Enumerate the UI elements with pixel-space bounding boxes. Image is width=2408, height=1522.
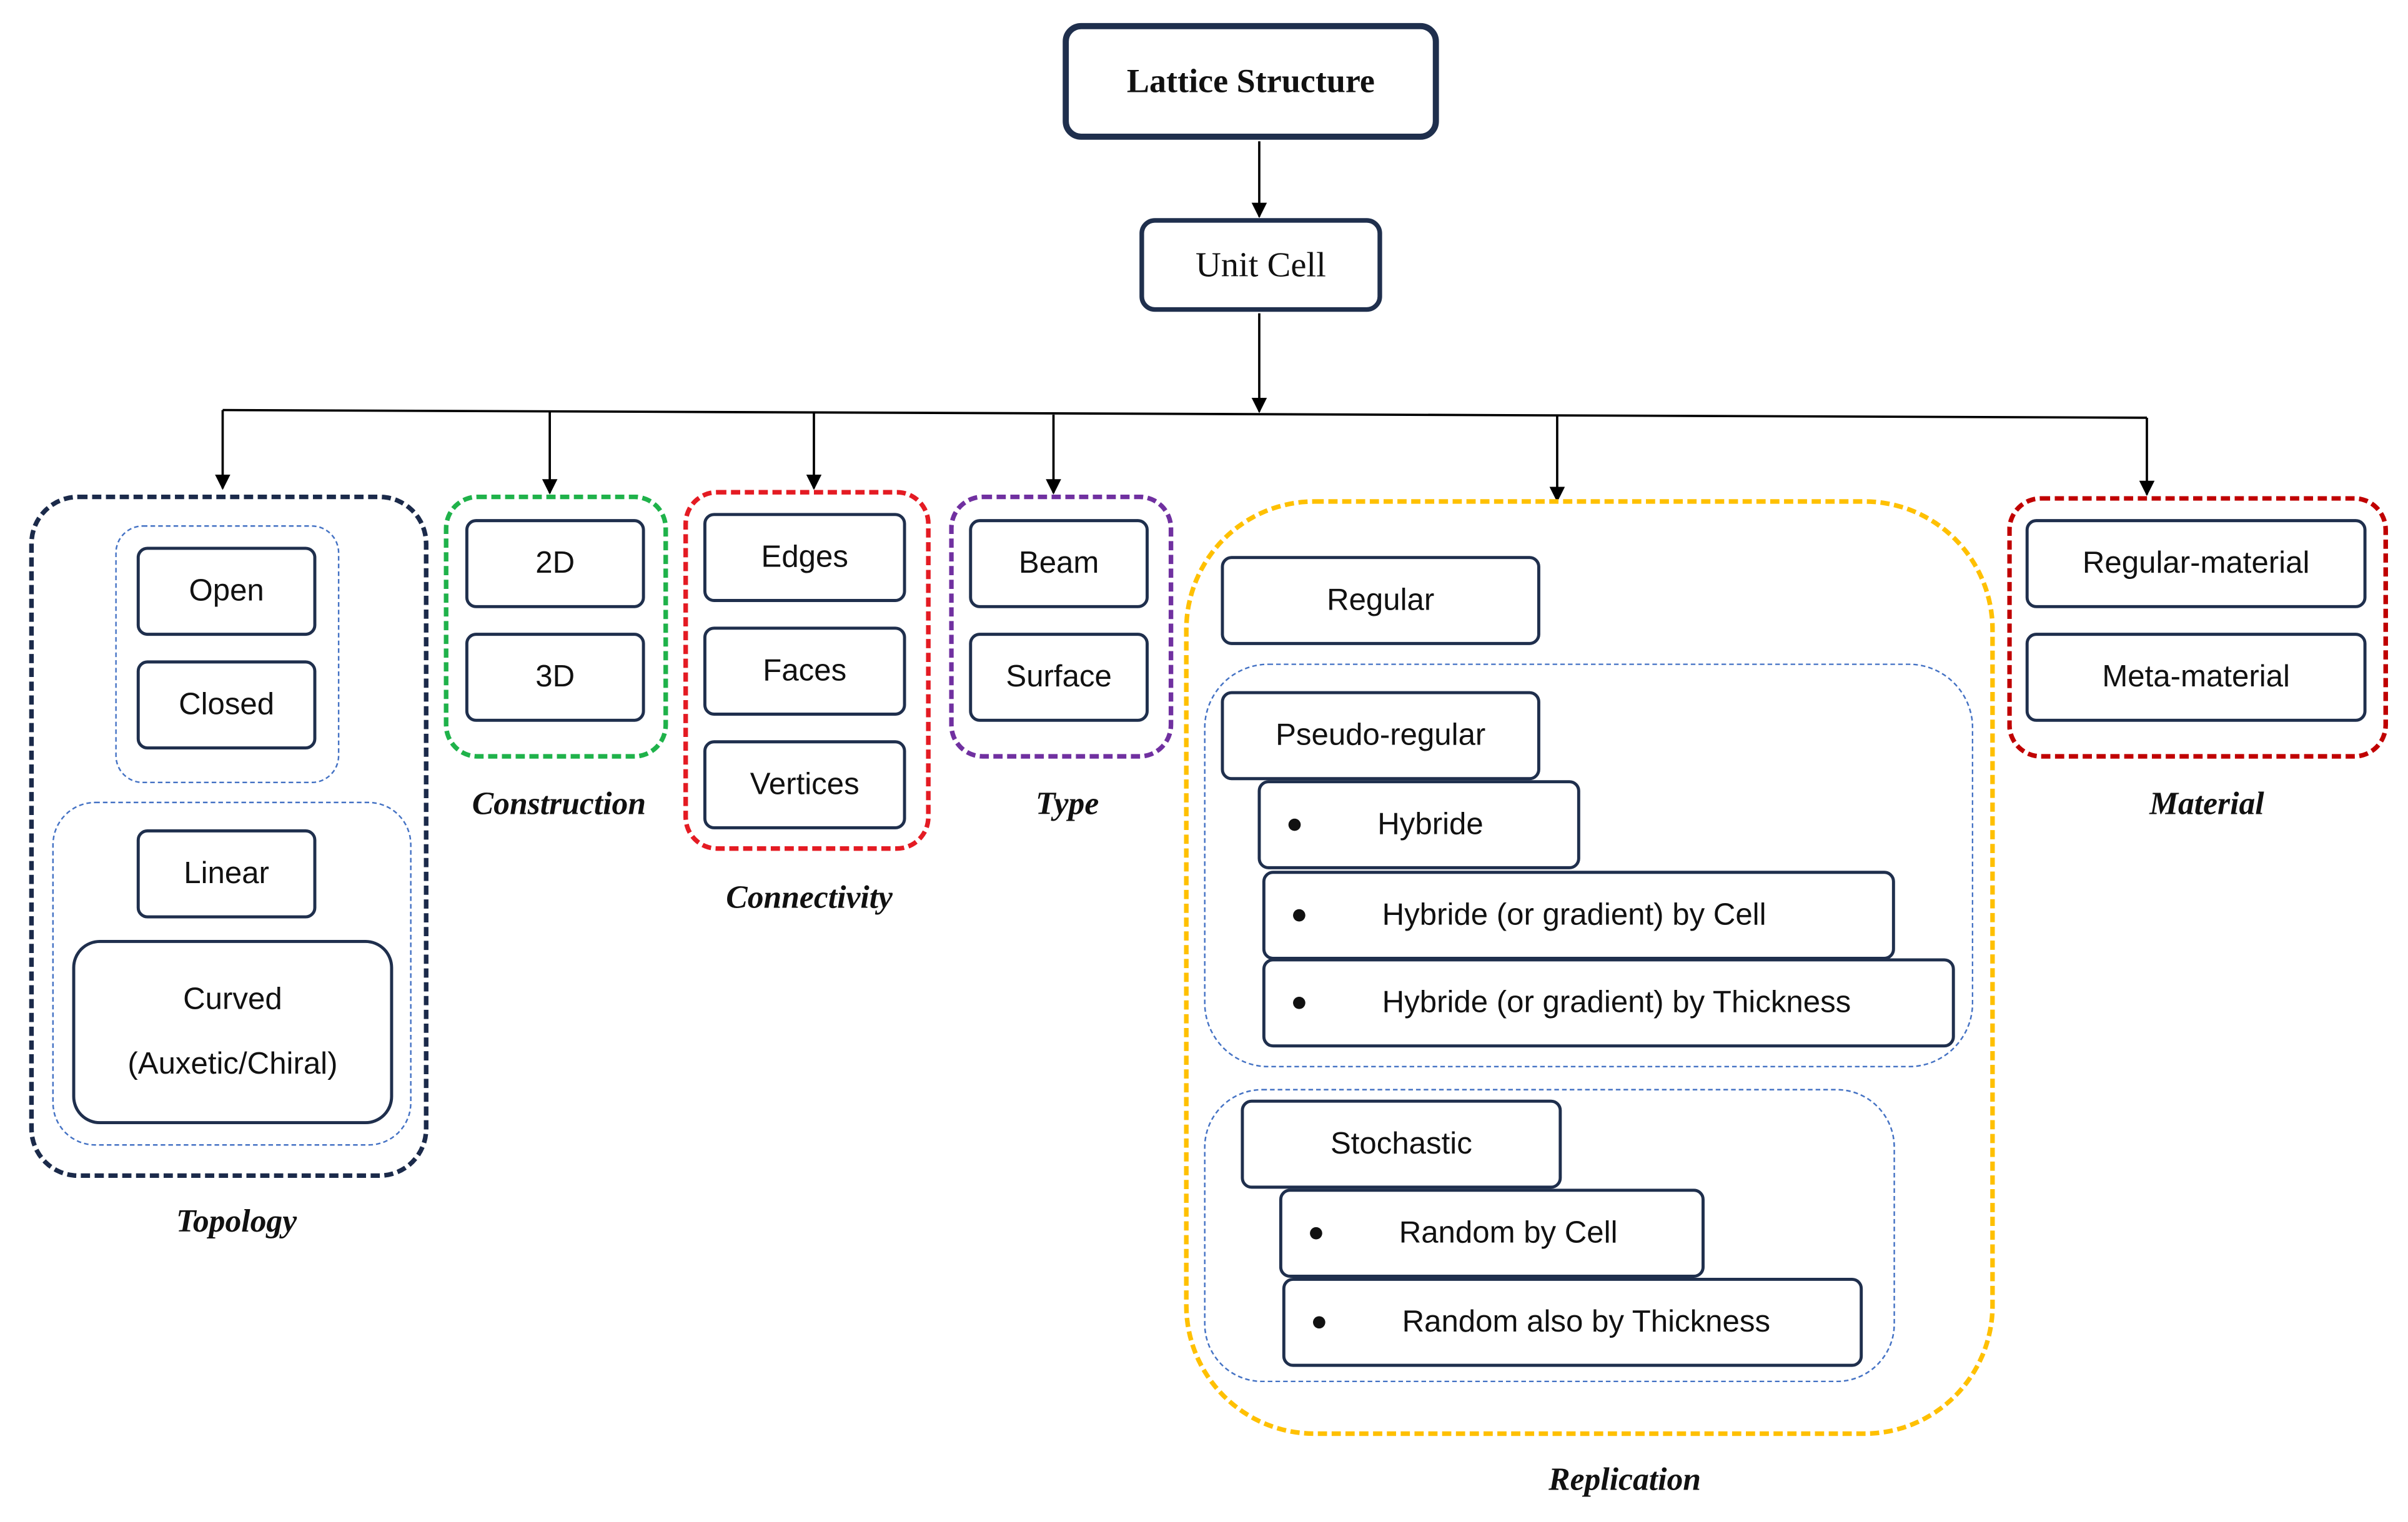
connectivity-vertices-label: Vertices (750, 768, 860, 802)
pseudo-regular-label: Pseudo-regular (1276, 718, 1486, 753)
bullet-dot-icon (1288, 818, 1301, 831)
bullet-dot-icon (1310, 1227, 1322, 1240)
type-beam-label: Beam (1018, 546, 1099, 581)
connectivity-vertices-box: Vertices (703, 740, 906, 829)
stochastic-item-random-cell: Random by Cell (1279, 1188, 1705, 1278)
replication-group (1184, 499, 1995, 1436)
topology-closed-box: Closed (136, 660, 317, 750)
type-title: Type (1036, 784, 1099, 822)
type-beam-box: Beam (969, 519, 1149, 608)
replication-title: Replication (1548, 1460, 1701, 1498)
pseudo-regular-item-hybride: Hybride (1257, 780, 1580, 869)
type-surface-box: Surface (969, 633, 1149, 722)
material-regular-label: Regular-material (2082, 546, 2310, 581)
bullet-dot-icon (1293, 996, 1306, 1009)
topology-title: Topology (176, 1202, 297, 1240)
construction-group (443, 494, 668, 759)
construction-3d-box: 3D (465, 633, 645, 722)
construction-title: Construction (472, 784, 647, 822)
stochastic-item-label: Random also by Thickness (1402, 1305, 1771, 1340)
unit-cell-box: Unit Cell (1139, 218, 1382, 312)
topology-open-closed-subgroup (115, 525, 340, 784)
pseudo-regular-item-gradient-cell: Hybride (or gradient) by Cell (1262, 871, 1895, 960)
connectivity-title: Connectivity (726, 878, 893, 916)
pseudo-regular-item-gradient-thickness: Hybride (or gradient) by Thickness (1262, 958, 1955, 1048)
material-title: Material (2149, 784, 2264, 822)
type-surface-label: Surface (1006, 660, 1112, 694)
material-group (2007, 496, 2388, 759)
topology-open-label: Open (189, 574, 264, 608)
connectivity-faces-box: Faces (703, 626, 906, 716)
stochastic-subgroup (1204, 1089, 1895, 1383)
topology-linear-curved-subgroup (52, 801, 412, 1146)
lattice-structure-label: Lattice Structure (1126, 61, 1375, 100)
connectivity-edges-label: Edges (761, 540, 848, 575)
connectivity-faces-label: Faces (763, 654, 847, 688)
topology-curved-line2: (Auxetic/Chiral) (127, 1047, 338, 1082)
replication-regular-label: Regular (1327, 583, 1435, 618)
material-meta-label: Meta-material (2102, 660, 2290, 694)
pseudo-regular-box: Pseudo-regular (1221, 691, 1540, 781)
bullet-dot-icon (1293, 909, 1306, 922)
lattice-structure-box: Lattice Structure (1063, 22, 1439, 140)
topology-linear-label: Linear (184, 857, 269, 891)
unit-cell-label: Unit Cell (1195, 245, 1326, 284)
stochastic-box: Stochastic (1241, 1099, 1562, 1189)
stochastic-item-label: Random by Cell (1399, 1216, 1618, 1250)
pseudo-regular-item-label: Hybride (or gradient) by Cell (1382, 898, 1766, 932)
topology-group (29, 494, 429, 1179)
topology-open-box: Open (136, 546, 317, 636)
construction-2d-box: 2D (465, 519, 645, 608)
topology-curved-line1: Curved (183, 982, 282, 1017)
pseudo-regular-subgroup (1204, 663, 1974, 1068)
topology-linear-box: Linear (136, 829, 317, 919)
construction-3d-label: 3D (535, 660, 575, 694)
type-group (949, 494, 1174, 759)
stochastic-item-random-thickness: Random also by Thickness (1282, 1277, 1863, 1367)
material-meta-box: Meta-material (2025, 633, 2367, 722)
bullet-dot-icon (1313, 1316, 1325, 1329)
pseudo-regular-item-label: Hybride (1377, 808, 1484, 842)
connectivity-edges-box: Edges (703, 513, 906, 602)
material-regular-box: Regular-material (2025, 519, 2367, 608)
construction-2d-label: 2D (535, 546, 575, 581)
replication-regular-box: Regular (1221, 556, 1540, 645)
topology-curved-box: Curved (Auxetic/Chiral) (72, 939, 394, 1125)
topology-closed-label: Closed (179, 688, 275, 722)
stochastic-label: Stochastic (1330, 1127, 1472, 1162)
distribution-bus (222, 408, 2147, 419)
pseudo-regular-item-label: Hybride (or gradient) by Thickness (1382, 986, 1851, 1020)
connectivity-group (683, 490, 931, 851)
